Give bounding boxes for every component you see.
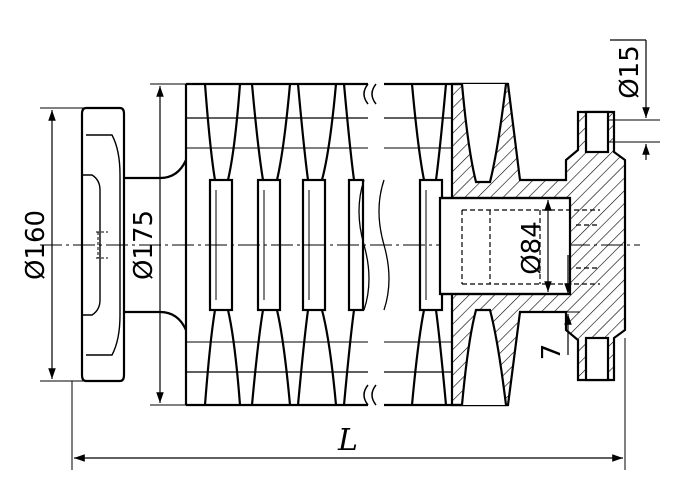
extension-lines [40, 83, 660, 470]
dim-flange-diameter: Ø160 [21, 210, 51, 280]
dimension-lines [48, 39, 650, 462]
left-flange [80, 106, 126, 383]
dim-bore-diameter: Ø84 [517, 221, 547, 275]
dim-disc-diameter: Ø175 [129, 210, 159, 280]
hidden-lines [461, 209, 600, 285]
dim-wall-thickness: 7 [537, 344, 567, 361]
dim-overall-length: L [337, 423, 358, 458]
dim-hole-diameter: Ø15 [615, 45, 645, 99]
